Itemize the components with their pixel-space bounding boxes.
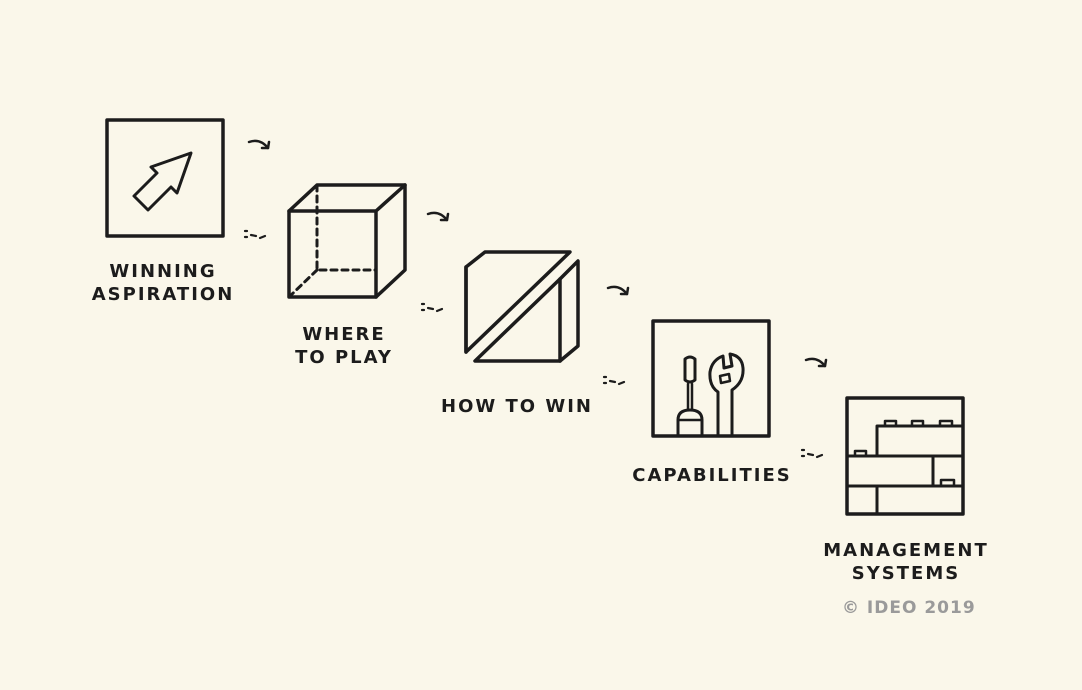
label-line: HOW TO WIN — [441, 396, 593, 417]
label-line: SYSTEMS — [851, 563, 961, 584]
connector-arrow-2 — [426, 211, 450, 222]
arrow-icon — [105, 118, 225, 238]
step-label-capabilities: CAPABILITIES — [626, 464, 798, 487]
connector-arrow-4 — [804, 357, 828, 368]
tools-icon — [651, 319, 771, 438]
split-box-icon — [464, 250, 580, 363]
step-label-management-systems: MANAGEMENT SYSTEMS — [816, 539, 996, 585]
label-line: WINNING — [109, 261, 217, 282]
copyright-notice: © IDEO 2019 — [842, 598, 976, 618]
label-line: CAPABILITIES — [632, 465, 792, 486]
building-blocks-icon — [845, 396, 965, 516]
label-line: MANAGEMENT — [823, 540, 989, 561]
step-label-winning-aspiration: WINNING ASPIRATION — [85, 260, 241, 306]
dotted-trail-2 — [420, 302, 444, 313]
label-line: TO PLAY — [295, 347, 393, 368]
connector-arrow-1 — [247, 139, 271, 150]
dotted-trail-4 — [800, 448, 824, 459]
dotted-trail-1 — [243, 229, 267, 240]
label-line: ASPIRATION — [91, 284, 235, 305]
step-label-where-to-play: WHERE TO PLAY — [274, 323, 414, 369]
cube-icon — [287, 183, 407, 299]
dotted-trail-3 — [602, 375, 626, 386]
label-line: WHERE — [302, 324, 386, 345]
step-label-how-to-win: HOW TO WIN — [437, 395, 597, 418]
connector-arrow-3 — [606, 285, 630, 296]
